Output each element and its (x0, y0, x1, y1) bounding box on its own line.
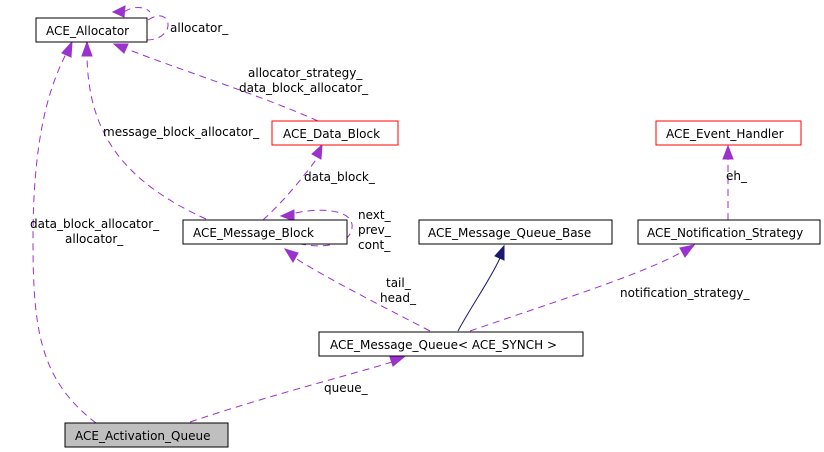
label-messageblock-self-2: prev_ (358, 223, 392, 237)
node-ace-event-handler-label: ACE_Event_Handler (666, 127, 784, 141)
arrowhead-notification-eventhandler (722, 144, 734, 160)
node-ace-allocator[interactable]: ACE_Allocator (35, 17, 148, 43)
node-ace-activation-queue-label: ACE_Activation_Queue (75, 429, 210, 443)
node-ace-message-queue-label: ACE_Message_Queue< ACE_SYNCH > (330, 338, 557, 352)
node-ace-notification-strategy-label: ACE_Notification_Strategy (647, 226, 803, 240)
label-messageblock-allocator: message_block_allocator_ (103, 125, 260, 139)
label-messageblock-datablock: data_block_ (304, 170, 376, 184)
node-ace-event-handler[interactable]: ACE_Event_Handler (655, 120, 802, 146)
label-notification-eventhandler: eh_ (726, 169, 748, 183)
edge-queue-queuebase (457, 257, 501, 332)
node-ace-message-queue[interactable]: ACE_Message_Queue< ACE_SYNCH > (318, 331, 584, 357)
node-ace-message-queue-base-label: ACE_Message_Queue_Base (428, 226, 591, 240)
node-ace-message-queue-base[interactable]: ACE_Message_Queue_Base (418, 219, 613, 245)
node-ace-data-block[interactable]: ACE_Data_Block (271, 120, 399, 146)
node-ace-message-block[interactable]: ACE_Message_Block (182, 219, 348, 245)
arrowhead-queue-queuebase (494, 244, 505, 261)
label-activation-allocator-1: data_block_allocator_ (30, 217, 160, 231)
label-queue-notification: notification_strategy_ (620, 286, 751, 300)
label-messageblock-self-1: next_ (358, 208, 392, 222)
edge-activation-queue (189, 361, 393, 423)
arrowhead-messageblock-self (279, 209, 295, 222)
arrowhead-datablock-allocator (112, 43, 129, 54)
edge-queue-notification (469, 251, 683, 332)
label-activation-allocator-2: allocator_ (65, 232, 124, 246)
node-ace-data-block-label: ACE_Data_Block (283, 127, 380, 141)
arrowhead-allocator-self (111, 5, 126, 18)
arrowhead-messageblock-datablock (311, 143, 323, 160)
node-ace-message-block-label: ACE_Message_Block (193, 226, 314, 240)
arrowhead-queue-notification (679, 244, 696, 258)
edge-allocator-self (145, 15, 169, 41)
arrowhead-messageblock-allocator (81, 40, 93, 57)
label-queue-messageblock-1: tail_ (386, 276, 412, 290)
edge-allocator-self-top (123, 7, 151, 13)
edge-datablock-allocator (126, 48, 319, 122)
edge-queue-messageblock (294, 257, 431, 332)
label-queue-messageblock-2: head_ (380, 291, 417, 305)
arrowhead-activation-queue (389, 356, 406, 367)
label-datablock-allocator-2: data_block_allocator_ (239, 81, 369, 95)
edge-messageblock-self (283, 209, 353, 247)
arrowhead-activation-allocator (61, 40, 73, 58)
node-ace-notification-strategy[interactable]: ACE_Notification_Strategy (637, 219, 821, 245)
label-allocator-self: allocator_ (170, 21, 229, 35)
node-ace-allocator-label: ACE_Allocator (46, 24, 129, 38)
edge-messageblock-datablock (262, 156, 319, 221)
arrowhead-queue-messageblock (283, 248, 299, 263)
label-datablock-allocator-1: allocator_strategy_ (248, 66, 363, 80)
label-activation-queue: queue_ (324, 381, 369, 395)
label-messageblock-self-3: cont_ (358, 238, 391, 252)
node-ace-activation-queue[interactable]: ACE_Activation_Queue (64, 422, 229, 448)
